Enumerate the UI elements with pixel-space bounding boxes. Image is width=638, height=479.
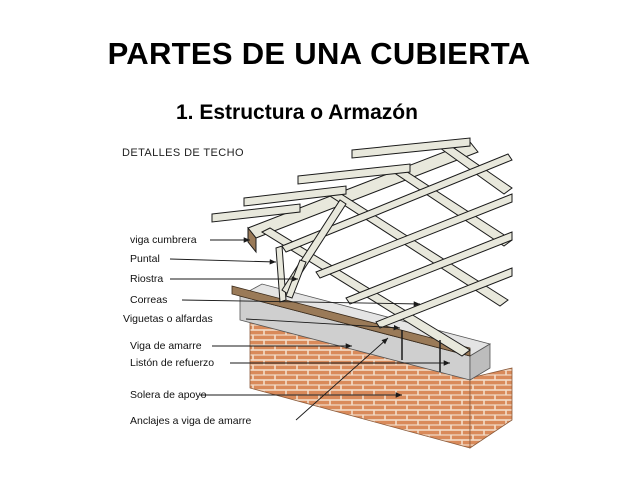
rafter-tails bbox=[211, 137, 471, 223]
brick-wall-side bbox=[469, 367, 513, 449]
label-riostra: Riostra bbox=[130, 273, 163, 285]
label-correas: Correas bbox=[130, 294, 167, 306]
label-anclajes: Anclajes a viga de amarre bbox=[130, 415, 252, 427]
slide-title: PARTES DE UNA CUBIERTA bbox=[107, 36, 531, 71]
leader-lines bbox=[169, 237, 450, 421]
bond-beam-end bbox=[469, 343, 491, 381]
figure-heading: DETALLES DE TECHO bbox=[122, 147, 244, 159]
label-viguetas: Viguetas o alfardas bbox=[123, 313, 213, 325]
label-liston: Listón de refuerzo bbox=[130, 357, 214, 369]
anchor-bolts bbox=[401, 330, 441, 372]
label-puntal: Puntal bbox=[130, 253, 160, 265]
label-viga-cumbrera: viga cumbrera bbox=[130, 234, 197, 246]
purlins bbox=[281, 153, 513, 329]
label-viga-amarre: Viga de amarre bbox=[130, 340, 202, 352]
label-solera: Solera de apoyo bbox=[130, 389, 207, 401]
slide-subtitle: 1. Estructura o Armazón bbox=[176, 101, 418, 124]
